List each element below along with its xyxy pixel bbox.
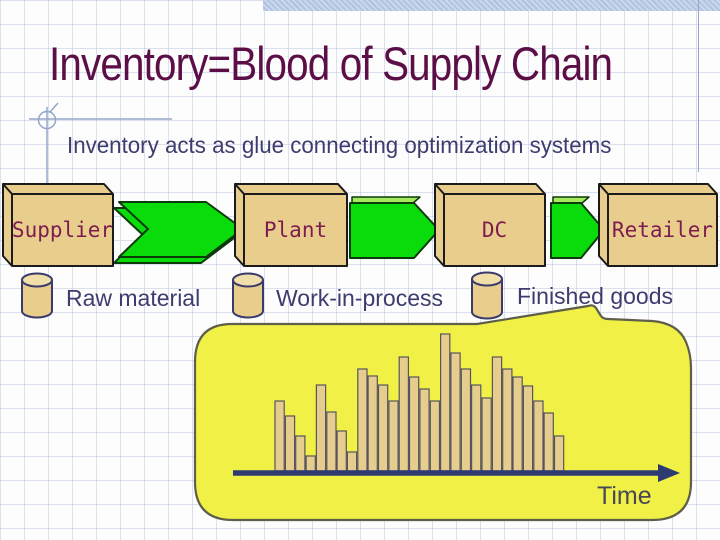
right-guide-line xyxy=(698,0,699,172)
finished-goods-label: Finished goods xyxy=(517,283,673,309)
inventory-bar xyxy=(284,415,296,472)
inventory-bar xyxy=(274,400,285,472)
page-title: Inventory=Blood of Supply Chain xyxy=(49,37,613,90)
inventory-bar xyxy=(440,333,451,472)
raw-material-label: Raw material xyxy=(66,285,201,311)
dc-box-label: DC xyxy=(481,218,508,242)
inventory-bar xyxy=(346,451,358,472)
flow-arrow-supplier-plant xyxy=(113,201,244,264)
inventory-bar xyxy=(491,356,503,472)
inventory-bar xyxy=(336,430,347,472)
inventory-bar xyxy=(450,352,461,472)
flow-arrow-dc-retailer xyxy=(550,196,605,259)
time-axis xyxy=(233,464,680,482)
pin-ornament-icon xyxy=(29,102,172,236)
inventory-bar xyxy=(315,384,327,472)
inventory-bar xyxy=(429,400,441,472)
retailer-box xyxy=(598,183,718,267)
inventory-bar xyxy=(460,368,472,472)
flow-arrow-plant-dc xyxy=(349,196,440,259)
inventory-bar xyxy=(295,435,306,472)
subtitle: Inventory acts as glue connecting optimi… xyxy=(67,132,612,158)
inventory-bar xyxy=(305,455,316,472)
work-in-process-cylinder-icon xyxy=(232,272,264,319)
inventory-bar xyxy=(408,376,420,472)
supplier-box-label: Supplier xyxy=(11,218,114,242)
inventory-bar xyxy=(377,384,389,472)
inventory-bar xyxy=(471,384,482,472)
retailer-box-label: Retailer xyxy=(611,218,714,242)
raw-material-cylinder-icon xyxy=(21,272,53,319)
inventory-bar xyxy=(543,412,554,472)
inventory-bar xyxy=(533,400,544,472)
inventory-bar xyxy=(481,397,492,472)
inventory-bar xyxy=(357,368,368,472)
work-in-process-label: Work-in-process xyxy=(276,285,443,311)
dc-box xyxy=(434,183,546,267)
inventory-bar xyxy=(502,368,513,472)
supplier-box xyxy=(2,183,114,267)
inventory-bar xyxy=(388,400,399,472)
inventory-bar xyxy=(512,376,523,472)
inventory-bar xyxy=(398,356,410,472)
inventory-bar xyxy=(553,435,565,472)
inventory-bar xyxy=(419,388,430,472)
inventory-bar xyxy=(326,411,337,472)
plant-box xyxy=(234,183,348,267)
inventory-bars xyxy=(274,333,565,472)
plant-box-label: Plant xyxy=(263,218,328,242)
inventory-bar xyxy=(367,375,378,472)
inventory-bar xyxy=(522,385,534,472)
header-strip xyxy=(263,0,720,11)
time-axis-label: Time xyxy=(597,482,652,510)
finished-goods-cylinder-icon xyxy=(471,271,503,320)
